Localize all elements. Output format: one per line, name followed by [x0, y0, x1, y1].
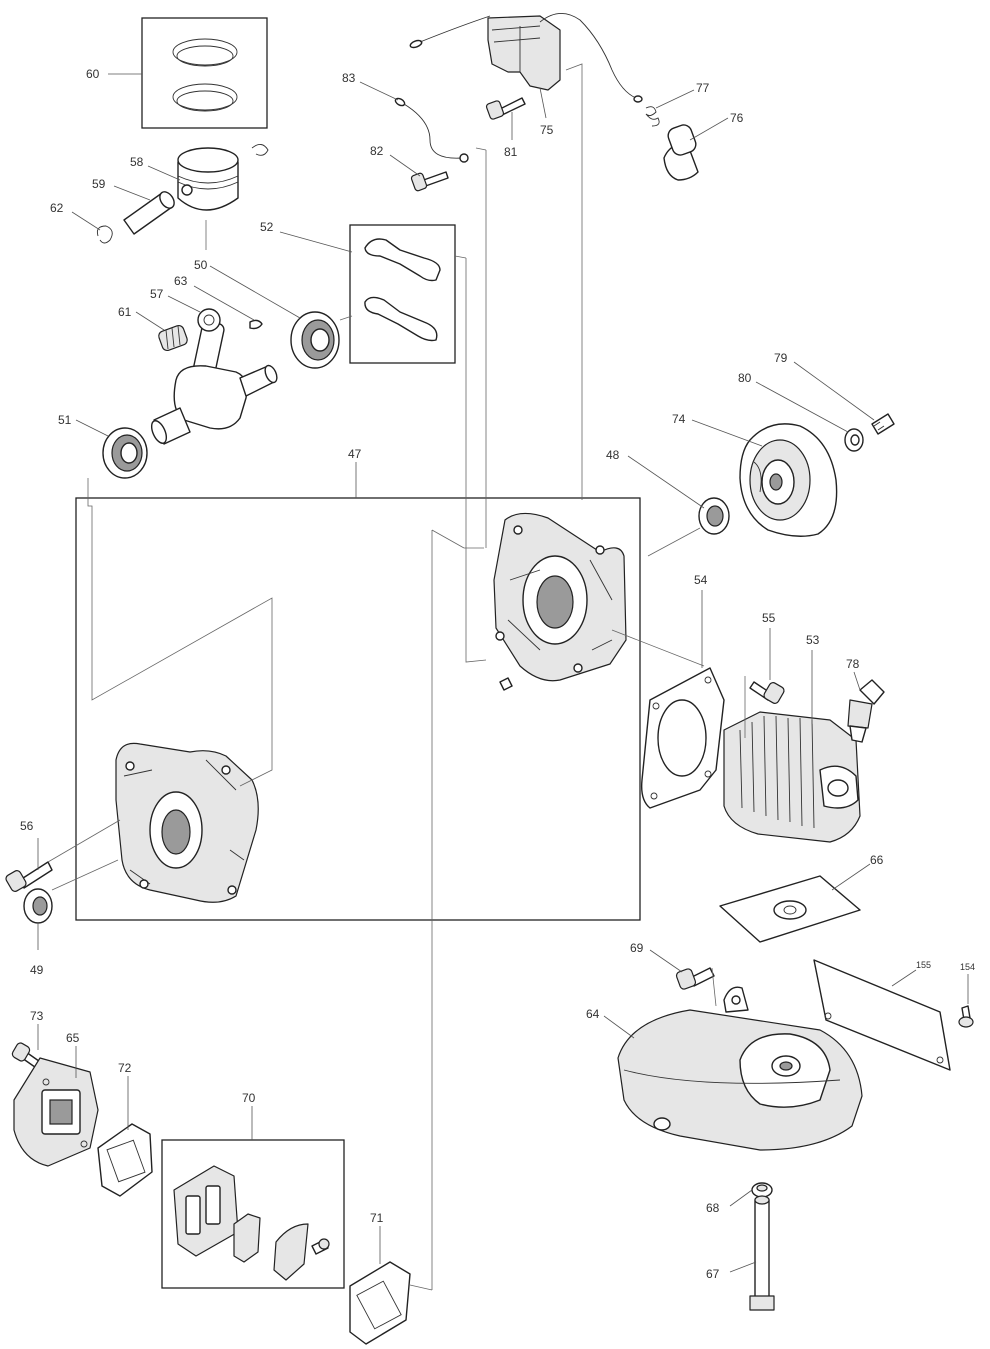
part-155-shield-plate	[813, 959, 951, 1071]
part-61-needle-bearing	[158, 324, 188, 352]
part-53-cylinder	[723, 711, 861, 843]
label-64: 64	[586, 1007, 600, 1021]
label-62: 62	[50, 201, 64, 215]
part-64-muffler	[617, 986, 863, 1151]
label-50: 50	[194, 258, 208, 272]
label-54: 54	[694, 573, 708, 587]
label-155: 155	[916, 960, 931, 970]
label-72: 72	[118, 1061, 132, 1075]
part-59-piston-pin	[123, 191, 175, 235]
part-79-screw	[871, 413, 895, 435]
part-65-insulator	[13, 1057, 99, 1167]
part-78-spark-plug	[847, 679, 885, 743]
label-57: 57	[150, 287, 164, 301]
label-76: 76	[730, 111, 744, 125]
part-62-circlip	[96, 225, 113, 244]
label-66: 66	[870, 853, 884, 867]
label-61: 61	[118, 305, 132, 319]
alignment-lines	[47, 63, 746, 1291]
label-65: 65	[66, 1031, 80, 1045]
label-51: 51	[58, 413, 72, 427]
label-69: 69	[630, 941, 644, 955]
part-81-screw	[485, 97, 526, 120]
label-47: 47	[348, 447, 362, 461]
label-58: 58	[130, 155, 144, 169]
part-154-screw	[958, 1005, 974, 1028]
label-70: 70	[242, 1091, 256, 1105]
label-154: 154	[960, 962, 975, 972]
label-77: 77	[696, 81, 710, 95]
part-83-ground-wire	[394, 97, 469, 163]
part-58-piston	[177, 147, 239, 211]
label-82: 82	[370, 144, 384, 158]
label-71: 71	[370, 1211, 384, 1225]
part-66-muffler-gasket	[719, 875, 861, 943]
label-81: 81	[504, 145, 518, 159]
label-48: 48	[606, 448, 620, 462]
part-piston-clip	[251, 144, 269, 156]
part-72-gasket	[97, 1123, 153, 1197]
part-70-reed-valve-set	[161, 1139, 345, 1289]
label-73: 73	[30, 1009, 44, 1023]
label-83: 83	[342, 71, 356, 85]
part-55-screw	[749, 681, 785, 704]
part-71-gasket	[349, 1261, 411, 1345]
label-53: 53	[806, 633, 820, 647]
label-52: 52	[260, 220, 274, 234]
label-56: 56	[20, 819, 34, 833]
label-63: 63	[174, 274, 188, 288]
part-50-bearing	[290, 311, 340, 369]
part-47-crankcase-assembly	[75, 497, 641, 921]
part-labels: 60 58 59 62 52 50 63 57 61 51 47 83 82 8…	[20, 67, 975, 1281]
label-79: 79	[774, 351, 788, 365]
part-52-crankcase-gaskets	[349, 224, 456, 364]
part-77-spring	[645, 106, 660, 127]
part-60-piston-rings	[141, 17, 268, 129]
part-48-oil-seal	[698, 497, 730, 535]
part-63-key	[249, 319, 263, 330]
part-69-screw	[675, 967, 715, 990]
part-76-spark-plug-cap	[663, 124, 699, 181]
label-74: 74	[672, 412, 686, 426]
label-59: 59	[92, 177, 106, 191]
part-74-flywheel	[739, 423, 838, 537]
part-51-bearing	[102, 427, 148, 479]
label-49: 49	[30, 963, 44, 977]
part-68-washer	[751, 1182, 773, 1198]
label-80: 80	[738, 371, 752, 385]
label-60: 60	[86, 67, 100, 81]
part-80-washer	[844, 428, 864, 452]
label-75: 75	[540, 123, 554, 137]
part-49-oil-seal	[23, 888, 53, 924]
part-57-crankshaft	[150, 308, 278, 445]
label-78: 78	[846, 657, 860, 671]
leader-lines	[37, 73, 969, 1273]
part-75-ignition-coil	[409, 13, 643, 103]
label-68: 68	[706, 1201, 720, 1215]
part-82-screw	[410, 171, 449, 192]
label-67: 67	[706, 1267, 720, 1281]
part-56-screw	[5, 861, 53, 892]
part-54-cylinder-gasket	[640, 667, 725, 809]
label-55: 55	[762, 611, 776, 625]
part-67-bolt	[749, 1195, 775, 1311]
